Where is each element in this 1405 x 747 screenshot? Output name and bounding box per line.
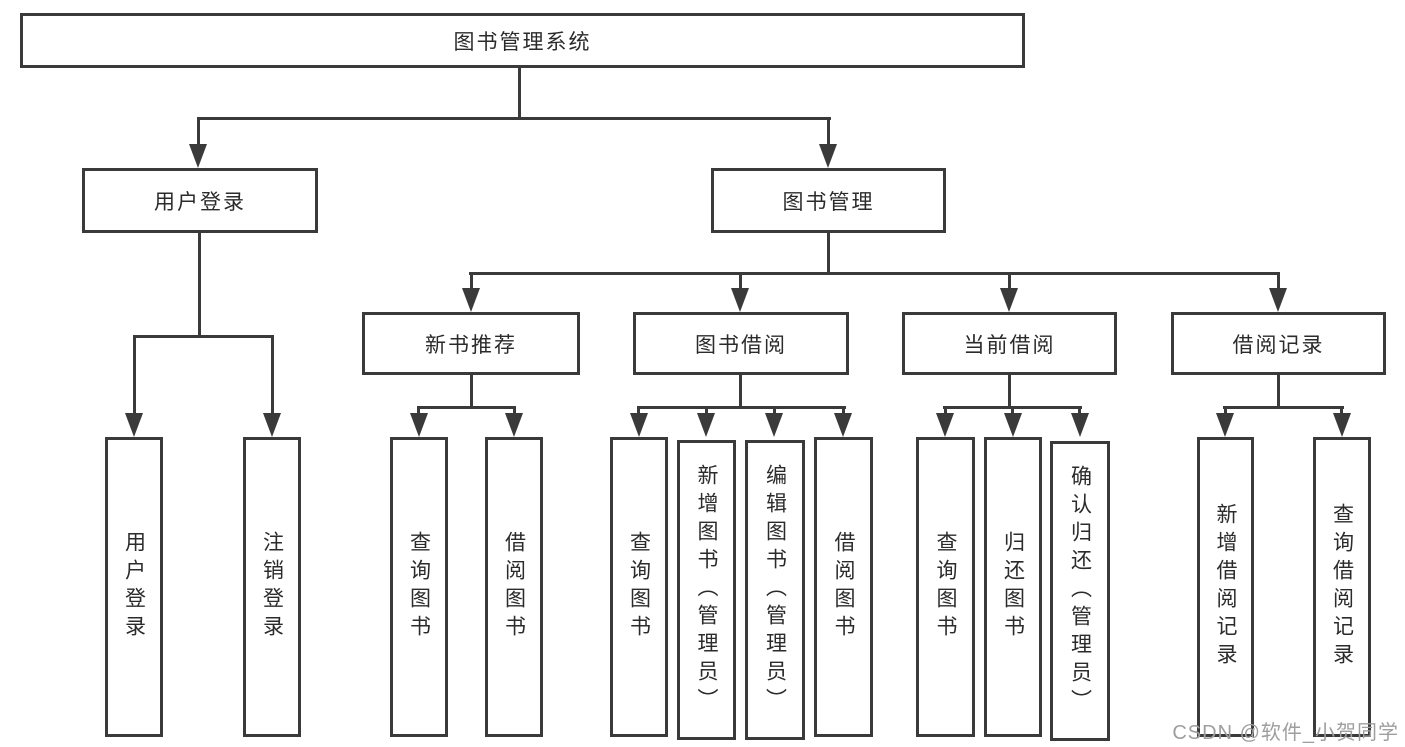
arrow-down-icon xyxy=(1071,413,1089,437)
connector-bookmgmt-stem xyxy=(827,233,830,273)
arrow-down-icon xyxy=(1004,413,1022,437)
arrow-down-icon xyxy=(1216,413,1234,437)
connector-newbook-stem xyxy=(470,375,473,408)
connector-drop-line xyxy=(513,406,516,415)
connector-drop-line xyxy=(827,117,830,146)
node-label: 编辑图书（管理员） xyxy=(763,464,787,716)
connector-borrowing-rail xyxy=(637,406,846,409)
connector-drop-line xyxy=(1277,272,1280,290)
arrow-down-icon xyxy=(819,144,837,168)
node-borrow-books-borrowing: 借阅图书 xyxy=(814,437,873,737)
connector-bookmgmt-rail xyxy=(469,272,1280,275)
connector-current-stem xyxy=(1008,375,1011,408)
node-borrow-books-recommend: 借阅图书 xyxy=(485,437,543,737)
node-confirm-return-admin: 确认归还（管理员） xyxy=(1050,441,1110,741)
node-label: 新增借阅记录 xyxy=(1214,503,1238,671)
arrow-down-icon xyxy=(630,413,648,437)
node-label: 确认归还（管理员） xyxy=(1068,465,1092,717)
node-edit-books-admin: 编辑图书（管理员） xyxy=(745,440,805,740)
node-new-book-recommendation: 新书推荐 xyxy=(362,312,580,375)
connector-drop-line xyxy=(773,406,776,415)
node-label: 归还图书 xyxy=(1001,531,1025,643)
node-library-management-system: 图书管理系统 xyxy=(20,13,1025,68)
node-label: 借阅图书 xyxy=(502,531,526,643)
connector-drop-line xyxy=(944,406,947,415)
connector-userlogin-stem xyxy=(198,233,201,336)
node-return-books: 归还图书 xyxy=(984,437,1042,737)
connector-drop-line xyxy=(1340,406,1343,415)
connector-drop-line xyxy=(133,335,136,415)
connector-drop-line xyxy=(1011,406,1014,415)
arrow-down-icon xyxy=(410,413,428,437)
arrow-down-icon xyxy=(462,288,480,312)
connector-userlogin-rail xyxy=(133,335,274,338)
arrow-down-icon xyxy=(505,413,523,437)
node-borrowing-records: 借阅记录 xyxy=(1171,312,1386,375)
node-label: 查询借阅记录 xyxy=(1330,503,1354,671)
node-book-management: 图书管理 xyxy=(711,168,946,233)
connector-drop-line xyxy=(1078,406,1081,415)
node-query-borrow-record: 查询借阅记录 xyxy=(1313,437,1371,737)
node-book-borrowing: 图书借阅 xyxy=(633,312,849,375)
connector-drop-line xyxy=(470,272,473,290)
arrow-down-icon xyxy=(189,144,207,168)
connector-drop-line xyxy=(842,406,845,415)
node-query-books-recommend: 查询图书 xyxy=(390,437,448,737)
arrow-down-icon xyxy=(731,288,749,312)
node-add-borrow-record: 新增借阅记录 xyxy=(1197,437,1254,737)
connector-drop-line xyxy=(637,406,640,415)
arrow-down-icon xyxy=(834,413,852,437)
connector-borrowing-stem xyxy=(739,375,742,408)
node-query-books-current: 查询图书 xyxy=(916,437,975,737)
node-label: 用户登录 xyxy=(122,531,146,643)
connector-drop-line xyxy=(705,406,708,415)
connector-drop-line xyxy=(739,272,742,290)
arrow-down-icon xyxy=(765,413,783,437)
connector-drop-line xyxy=(1008,272,1011,290)
connector-drop-line xyxy=(1224,406,1227,415)
node-label: 查询图书 xyxy=(627,531,651,643)
node-label: 查询图书 xyxy=(934,531,958,643)
connector-root-stem xyxy=(518,68,521,118)
arrow-down-icon xyxy=(263,413,281,437)
node-label: 借阅图书 xyxy=(832,531,856,643)
node-current-borrowing: 当前借阅 xyxy=(902,312,1117,375)
node-label: 新增图书（管理员） xyxy=(695,464,719,716)
connector-records-stem xyxy=(1277,375,1280,408)
connector-root-rail xyxy=(197,117,831,120)
node-label: 注销登录 xyxy=(260,531,284,643)
csdn-watermark: CSDN @软件_小贺同学 xyxy=(1172,722,1399,744)
arrow-down-icon xyxy=(697,413,715,437)
connector-drop-line xyxy=(197,117,200,146)
arrow-down-icon xyxy=(1333,413,1351,437)
arrow-down-icon xyxy=(1269,288,1287,312)
node-logout: 注销登录 xyxy=(243,437,301,737)
arrow-down-icon xyxy=(1000,288,1018,312)
node-user-login-action: 用户登录 xyxy=(105,437,163,737)
connector-newbook-rail xyxy=(417,406,516,409)
connector-drop-line xyxy=(417,406,420,415)
node-query-books-borrowing: 查询图书 xyxy=(610,437,668,737)
node-user-login: 用户登录 xyxy=(82,168,318,233)
arrow-down-icon xyxy=(936,413,954,437)
connector-drop-line xyxy=(271,335,274,415)
node-label: 查询图书 xyxy=(407,531,431,643)
node-add-books-admin: 新增图书（管理员） xyxy=(677,440,736,740)
arrow-down-icon xyxy=(125,413,143,437)
connector-records-rail xyxy=(1223,406,1344,409)
